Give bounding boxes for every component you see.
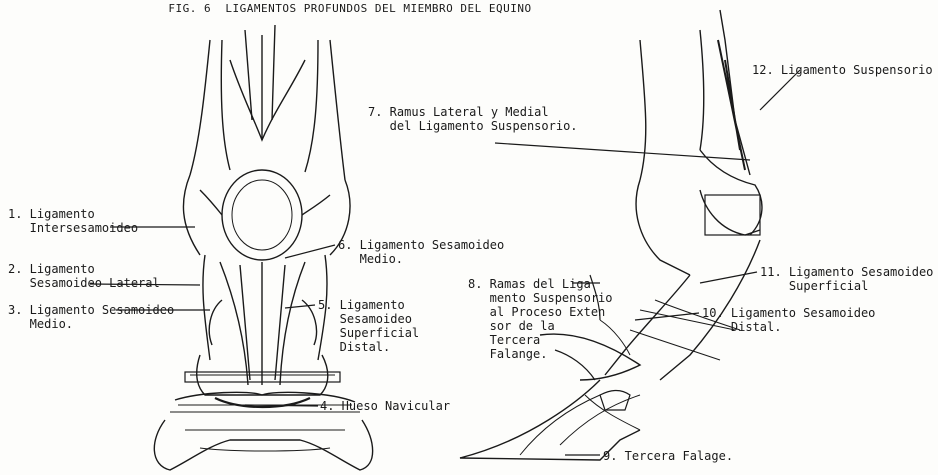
label-3-ligamento-sesamoideo-medio: 3. Ligamento Sesamoideo Medio. [8,303,174,331]
label-12-ligamento-suspensorio: 12. Ligamento Suspensorio [752,63,933,77]
label-8-ramas-del-ligamento-suspensorio: 8. Ramas del Liga mento Suspensorio al P… [468,277,613,361]
label-4-hueso-navicular: 4. Hueso Navicular [320,399,450,413]
label-6-ligamento-sesamoideo-medio: 6. Ligamento Sesamoideo Medio. [338,238,504,266]
label-10-ligamento-sesamoideo-distal: 10. Ligamento Sesamoideo Distal. [702,306,875,334]
label-9-tercera-falange: 9. Tercera Falage. [603,449,733,463]
lateral-view-drawing [460,10,762,460]
label-2-ligamento-sesamoideo-lateral: 2. Ligamento Sesamoideo Lateral [8,262,160,290]
label-11-ligamento-sesamoideo-superficial: 11. Ligamento Sesamoideo Superficial [760,265,933,293]
label-7-ramus-lateral-y-medial: 7. Ramus Lateral y Medial del Ligamento … [368,105,578,133]
label-1-ligamento-intersesamoideo: 1. Ligamento Intersesamoideo [8,207,138,235]
label-5-ligamento-sesamoideo-superficial-distal: 5. Ligamento Sesamoideo Superficial Dist… [318,298,419,354]
